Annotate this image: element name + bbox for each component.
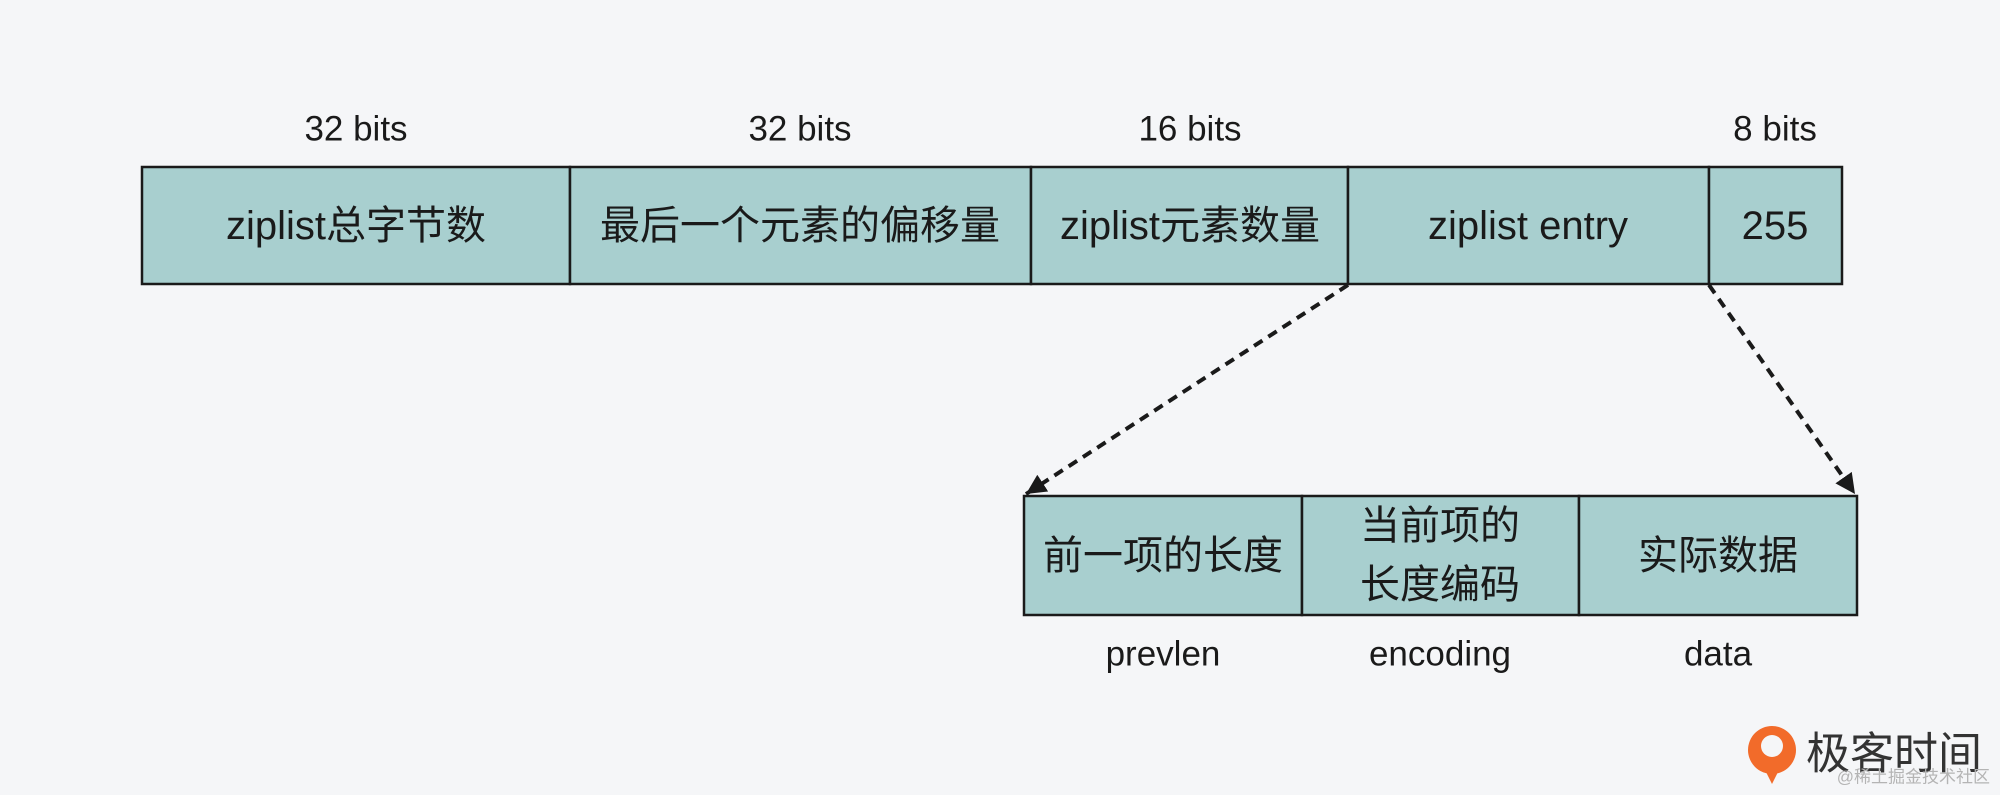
cell-entry-count <box>1029 165 1350 286</box>
cell-label-entry-count: ziplist元素数量 <box>1060 204 1320 248</box>
watermark-text: @稀土掘金技术社区 <box>1837 768 1990 787</box>
arrow-right-expansion <box>1707 283 1857 496</box>
bit-width-label-tail-offset: 32 bits <box>748 110 851 149</box>
cell-ziplist-entry <box>1346 165 1711 286</box>
cell-label-tail-offset: 最后一个元素的偏移量 <box>600 204 1000 248</box>
entry-field-names: prevlen encoding data <box>1106 635 1753 674</box>
cell-label-prevlen: 前一项的长度 <box>1043 534 1283 578</box>
cell-total-bytes <box>140 165 572 286</box>
arrow-left-expansion <box>1024 283 1350 496</box>
entry-detail-row: 前一项的长度 当前项的 长度编码 实际数据 <box>1022 494 1859 617</box>
cell-label-data: 实际数据 <box>1638 534 1798 578</box>
field-name-data: data <box>1684 635 1753 674</box>
ziplist-layout-row: ziplist总字节数 最后一个元素的偏移量 ziplist元素数量 zipli… <box>140 165 1844 286</box>
bit-width-label-entry-count: 16 bits <box>1138 110 1241 149</box>
bit-width-label-end-marker: 8 bits <box>1733 110 1817 149</box>
brand-logo-icon <box>1748 726 1796 784</box>
logo-icon-inner <box>1761 735 1783 757</box>
cell-encoding <box>1300 494 1581 617</box>
expansion-arrows <box>1024 283 1857 496</box>
brand-logo-text: 极客时间 <box>1806 730 1982 779</box>
field-name-encoding: encoding <box>1369 635 1511 674</box>
cell-end-marker <box>1707 165 1844 286</box>
cell-label-total-bytes: ziplist总字节数 <box>226 204 486 248</box>
cell-prevlen <box>1022 494 1304 617</box>
bit-width-label-total-bytes: 32 bits <box>304 110 407 149</box>
logo-icon-tail <box>1765 770 1779 784</box>
field-name-prevlen: prevlen <box>1106 635 1221 674</box>
bit-width-labels: 32 bits 32 bits 16 bits 8 bits <box>304 110 1816 149</box>
cell-data <box>1577 494 1859 617</box>
cell-tail-offset <box>568 165 1033 286</box>
cell-label-ziplist-entry: ziplist entry <box>1428 204 1628 248</box>
cell-label-encoding-line-1: 当前项的 <box>1360 504 1520 548</box>
cell-label-encoding-line-2: 长度编码 <box>1360 563 1520 607</box>
cell-label-end-marker: 255 <box>1742 204 1809 248</box>
brand-logo: 极客时间 <box>1748 726 1982 784</box>
